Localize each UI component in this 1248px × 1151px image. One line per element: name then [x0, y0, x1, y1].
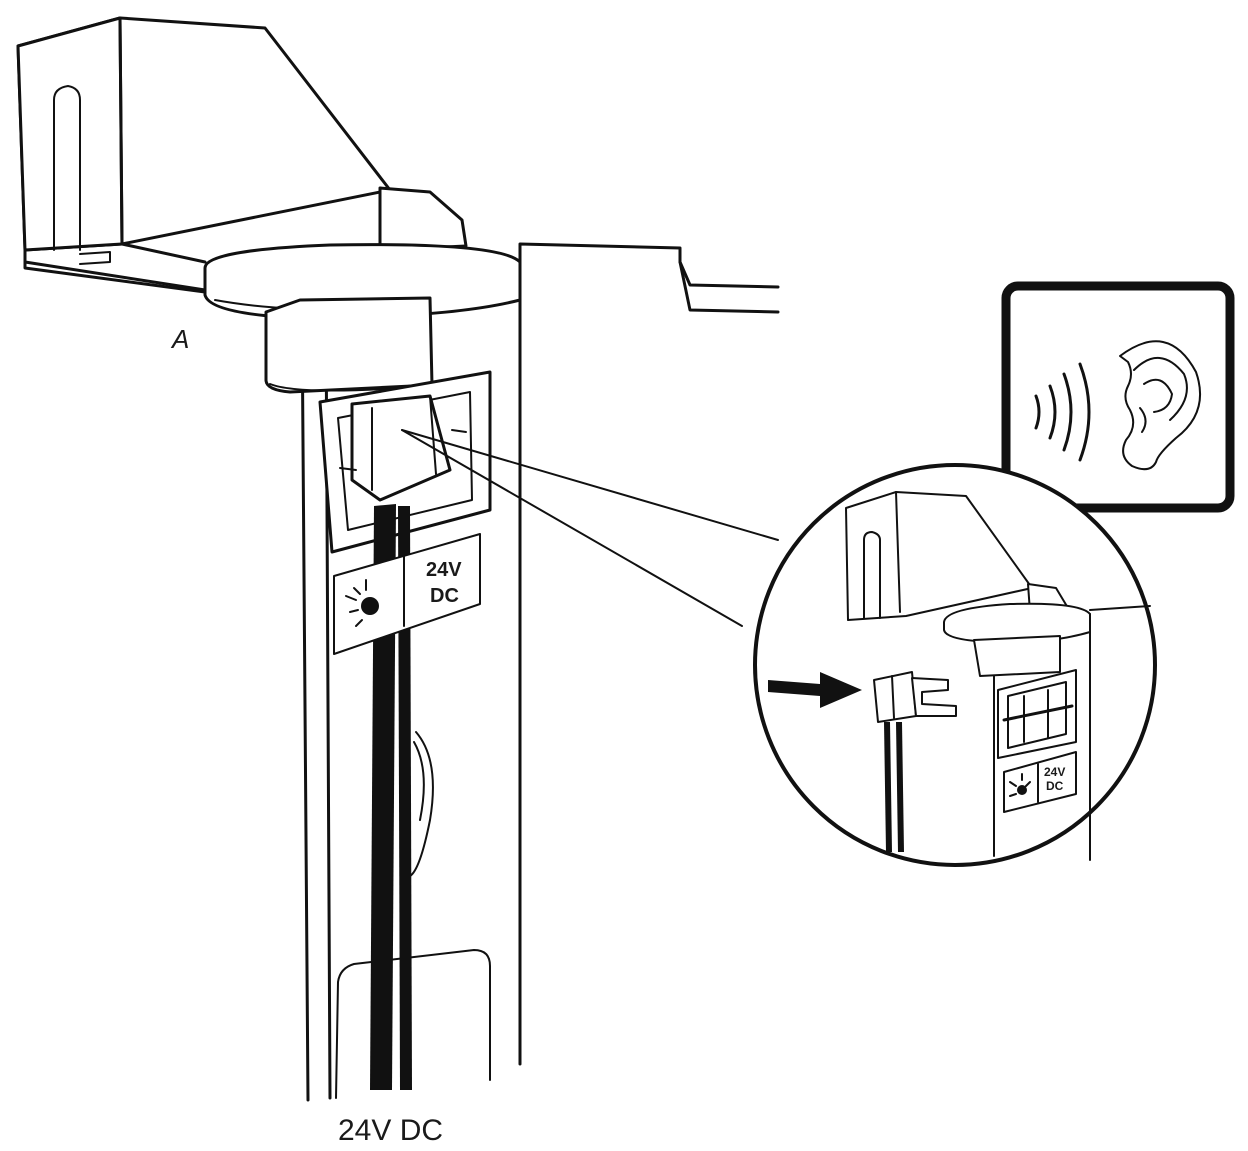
power-cable — [370, 504, 412, 1090]
mounting-bracket — [16, 16, 468, 294]
inset-sun-icon — [1009, 773, 1031, 797]
sun-icon — [345, 579, 379, 627]
panel-label: 24V DC — [333, 533, 481, 655]
label-a: A — [170, 324, 189, 354]
connector-socket — [318, 370, 492, 554]
right-arrow-icon — [768, 672, 862, 708]
inset-label-line1: 24V — [1044, 765, 1065, 779]
ear-sound-icon — [1034, 340, 1201, 471]
callout-pointer — [401, 429, 779, 627]
inset-label-line2: DC — [1046, 779, 1064, 793]
cable-caption: 24V DC — [338, 1114, 443, 1146]
magnified-inset: 24V DC — [753, 463, 1157, 867]
connector-housing — [264, 296, 434, 394]
main-housing — [300, 310, 491, 1102]
wall-rail — [518, 242, 780, 1066]
sound-icon-box — [1001, 281, 1235, 513]
panel-label-line1: 24V — [426, 559, 462, 581]
panel-label-line2: DC — [430, 585, 459, 607]
